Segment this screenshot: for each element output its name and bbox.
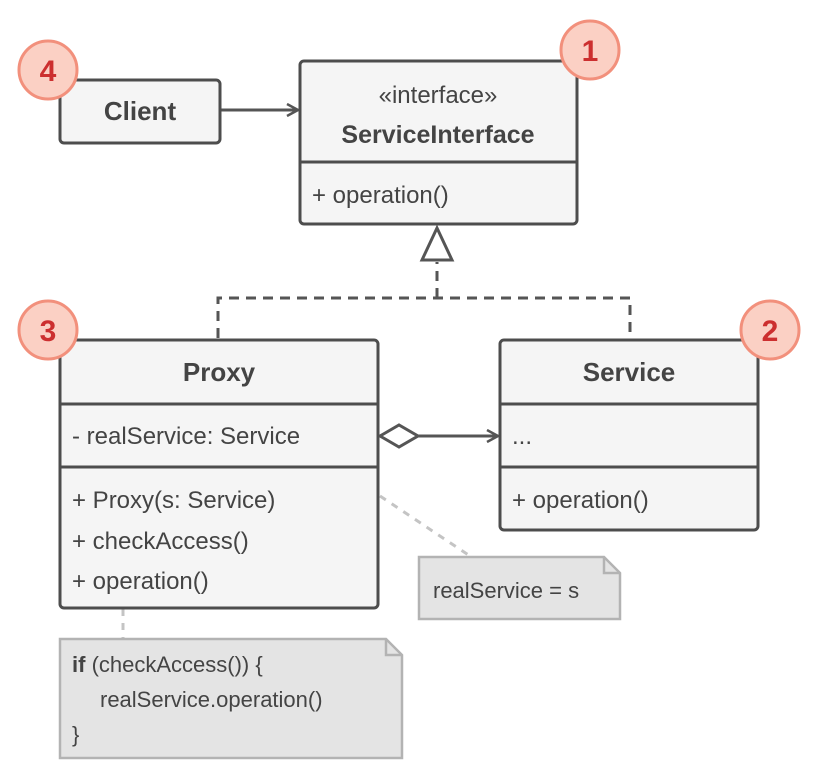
service-class: Service ... + operation() [498,338,760,532]
constructor-note-text: realService = s [433,578,579,603]
service-interface-name: ServiceInterface [341,121,534,149]
constructor-note: realService = s [417,555,622,621]
operation-note-line2: realService.operation() [100,687,323,712]
operation-note-line1-rest: (checkAccess()) { [85,652,262,677]
svg-text:2: 2 [762,315,779,348]
service-method: + operation() [512,487,649,514]
aggregation-connector [377,423,498,449]
operation-note: if (checkAccess()) { realService.operati… [58,637,404,760]
operation-note-if-keyword: if [72,652,86,677]
proxy-class: Proxy - realService: Service + Proxy(s: … [58,338,380,610]
svg-text:4: 4 [40,55,57,88]
constructor-note-connector [379,494,471,558]
proxy-method-operation: + operation() [72,568,209,595]
client-name: Client [104,96,177,126]
service-interface-method: + operation() [312,182,449,209]
svg-text:3: 3 [40,315,57,348]
service-interface-stereotype: «interface» [379,82,498,109]
proxy-field: - realService: Service [72,423,300,450]
realization-connector [216,224,632,338]
aggregation-diamond [377,423,421,449]
badge-2: 2 [739,299,801,361]
badge-3: 3 [17,299,79,361]
operation-note-line1: if (checkAccess()) { [72,652,263,677]
client-class: Client [58,78,222,145]
service-name: Service [583,357,676,387]
badge-4: 4 [17,39,79,101]
service-field: ... [512,423,532,450]
proxy-method-constructor: + Proxy(s: Service) [72,487,275,514]
service-interface-class: «interface» ServiceInterface + operation… [298,59,579,226]
realization-triangle [419,224,455,262]
proxy-method-check-access: + checkAccess() [72,528,249,555]
svg-text:1: 1 [582,35,599,68]
badge-1: 1 [559,19,621,81]
operation-note-line3: } [72,722,79,747]
proxy-name: Proxy [183,357,256,387]
